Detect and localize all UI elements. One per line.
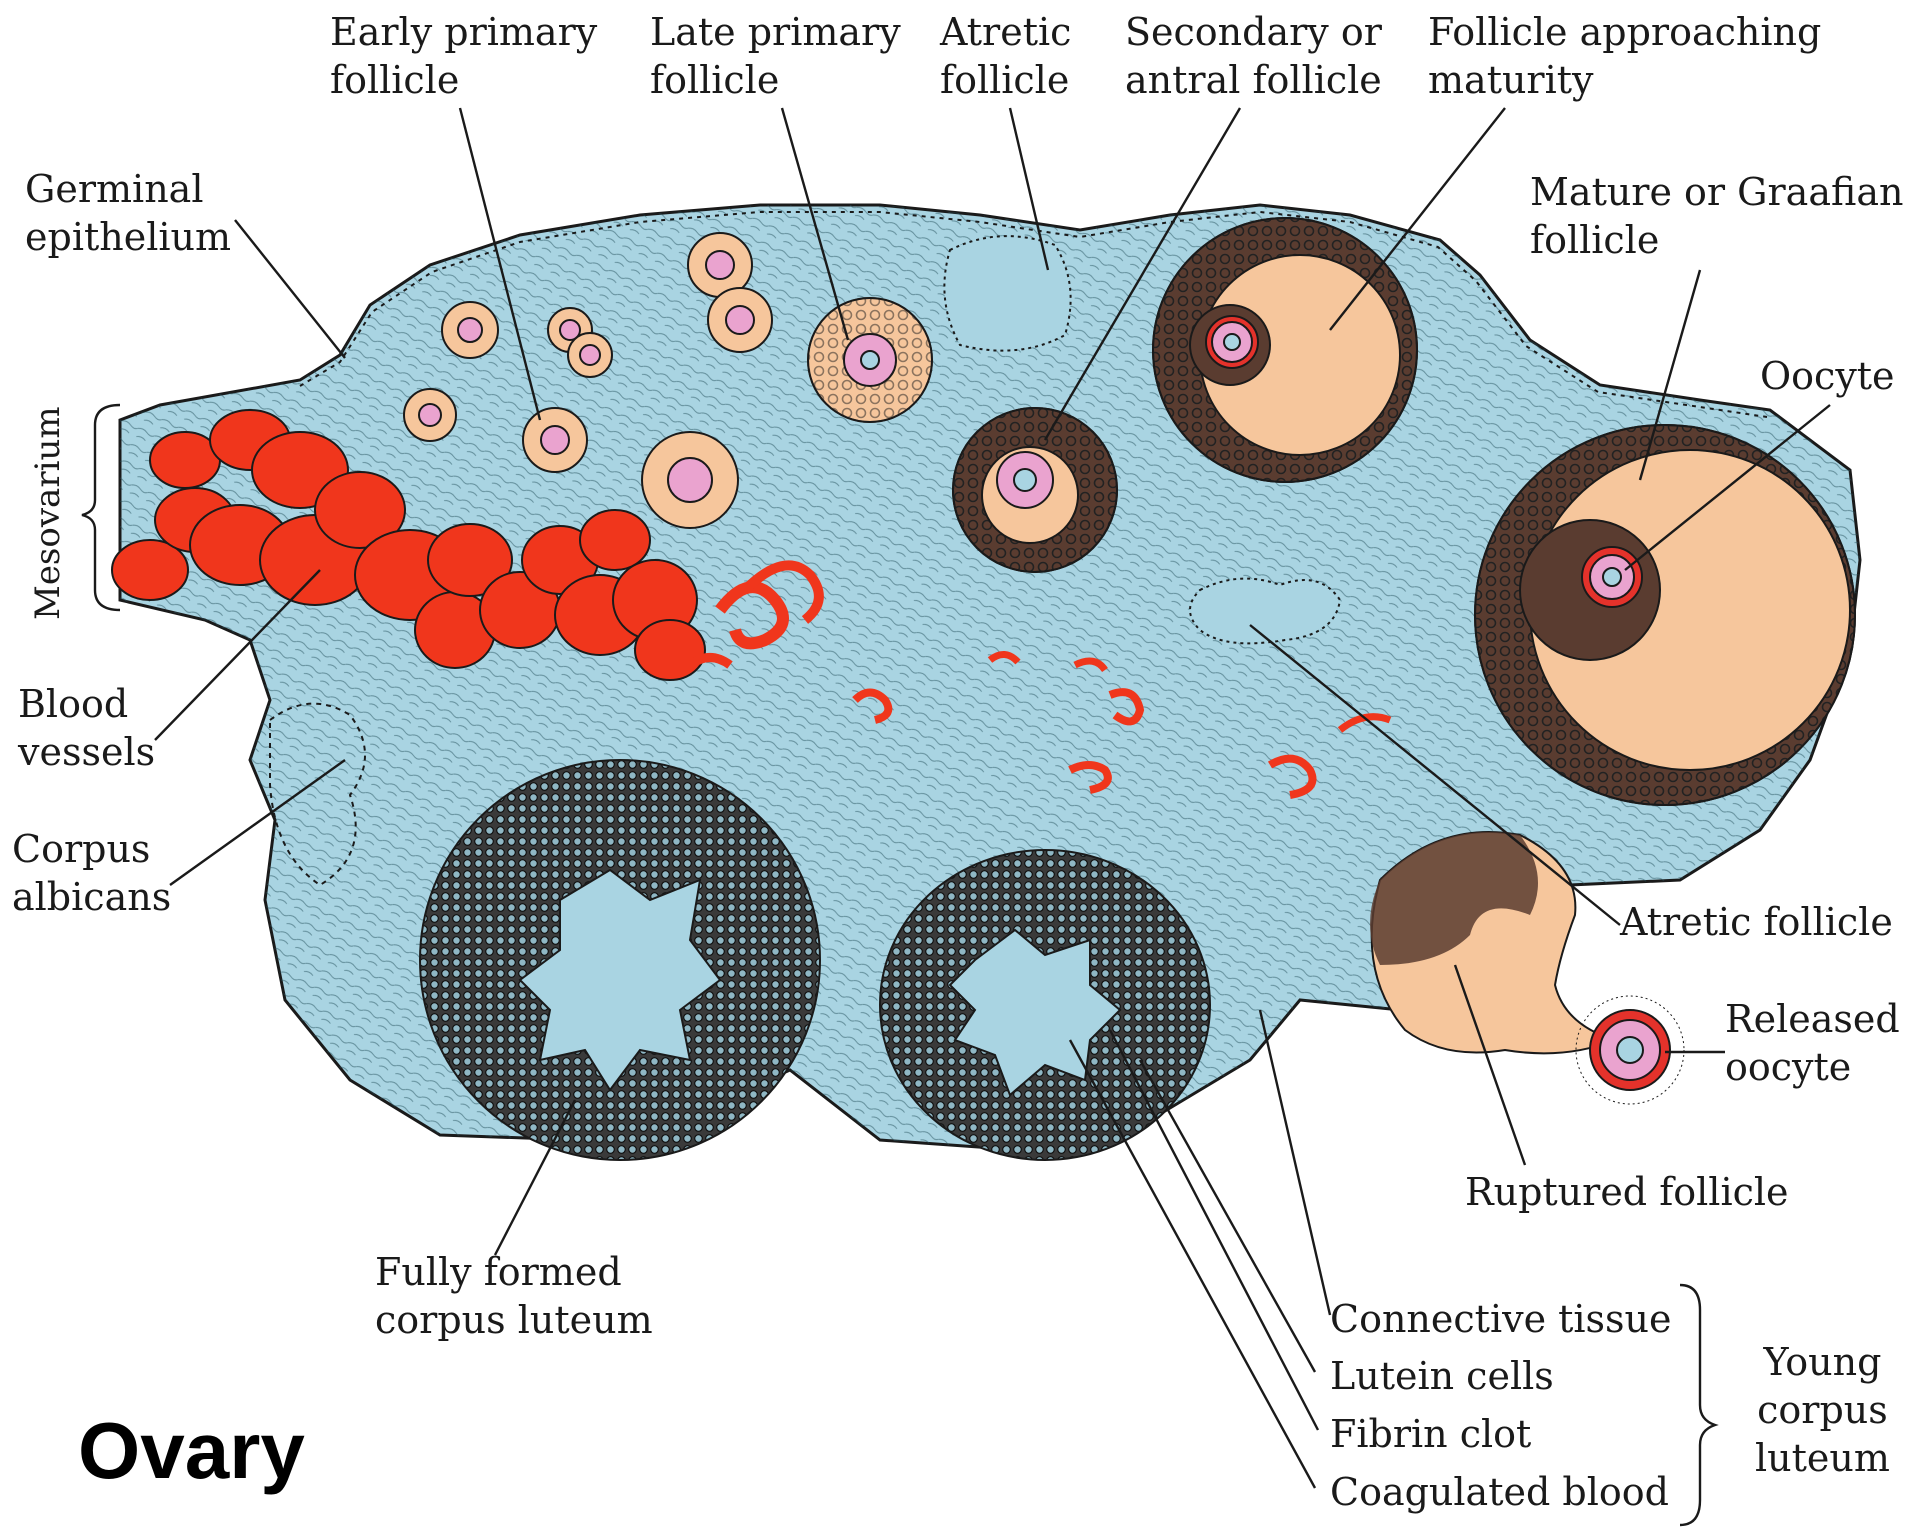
label-coagulated-blood: Coagulated blood: [1330, 1468, 1669, 1516]
atretic-follicle-top: [944, 236, 1070, 351]
graafian-follicle: [1475, 425, 1855, 805]
fully-formed-corpus-luteum: [420, 760, 820, 1160]
follicle-approaching-maturity: [1153, 218, 1417, 482]
label-mesovarium: Mesovarium: [28, 406, 68, 620]
label-ruptured-follicle: Ruptured follicle: [1465, 1168, 1789, 1216]
page-title: Ovary: [78, 1405, 305, 1497]
young-corpus-luteum: [880, 850, 1210, 1160]
label-atretic-follicle-right: Atretic follicle: [1620, 898, 1893, 946]
released-oocyte: [1576, 996, 1684, 1104]
label-connective-tissue: Connective tissue: [1330, 1295, 1672, 1343]
label-fibrin-clot: Fibrin clot: [1330, 1410, 1531, 1458]
label-oocyte: Oocyte: [1760, 352, 1895, 400]
label-lutein-cells: Lutein cells: [1330, 1352, 1554, 1400]
secondary-follicle: [953, 408, 1117, 572]
